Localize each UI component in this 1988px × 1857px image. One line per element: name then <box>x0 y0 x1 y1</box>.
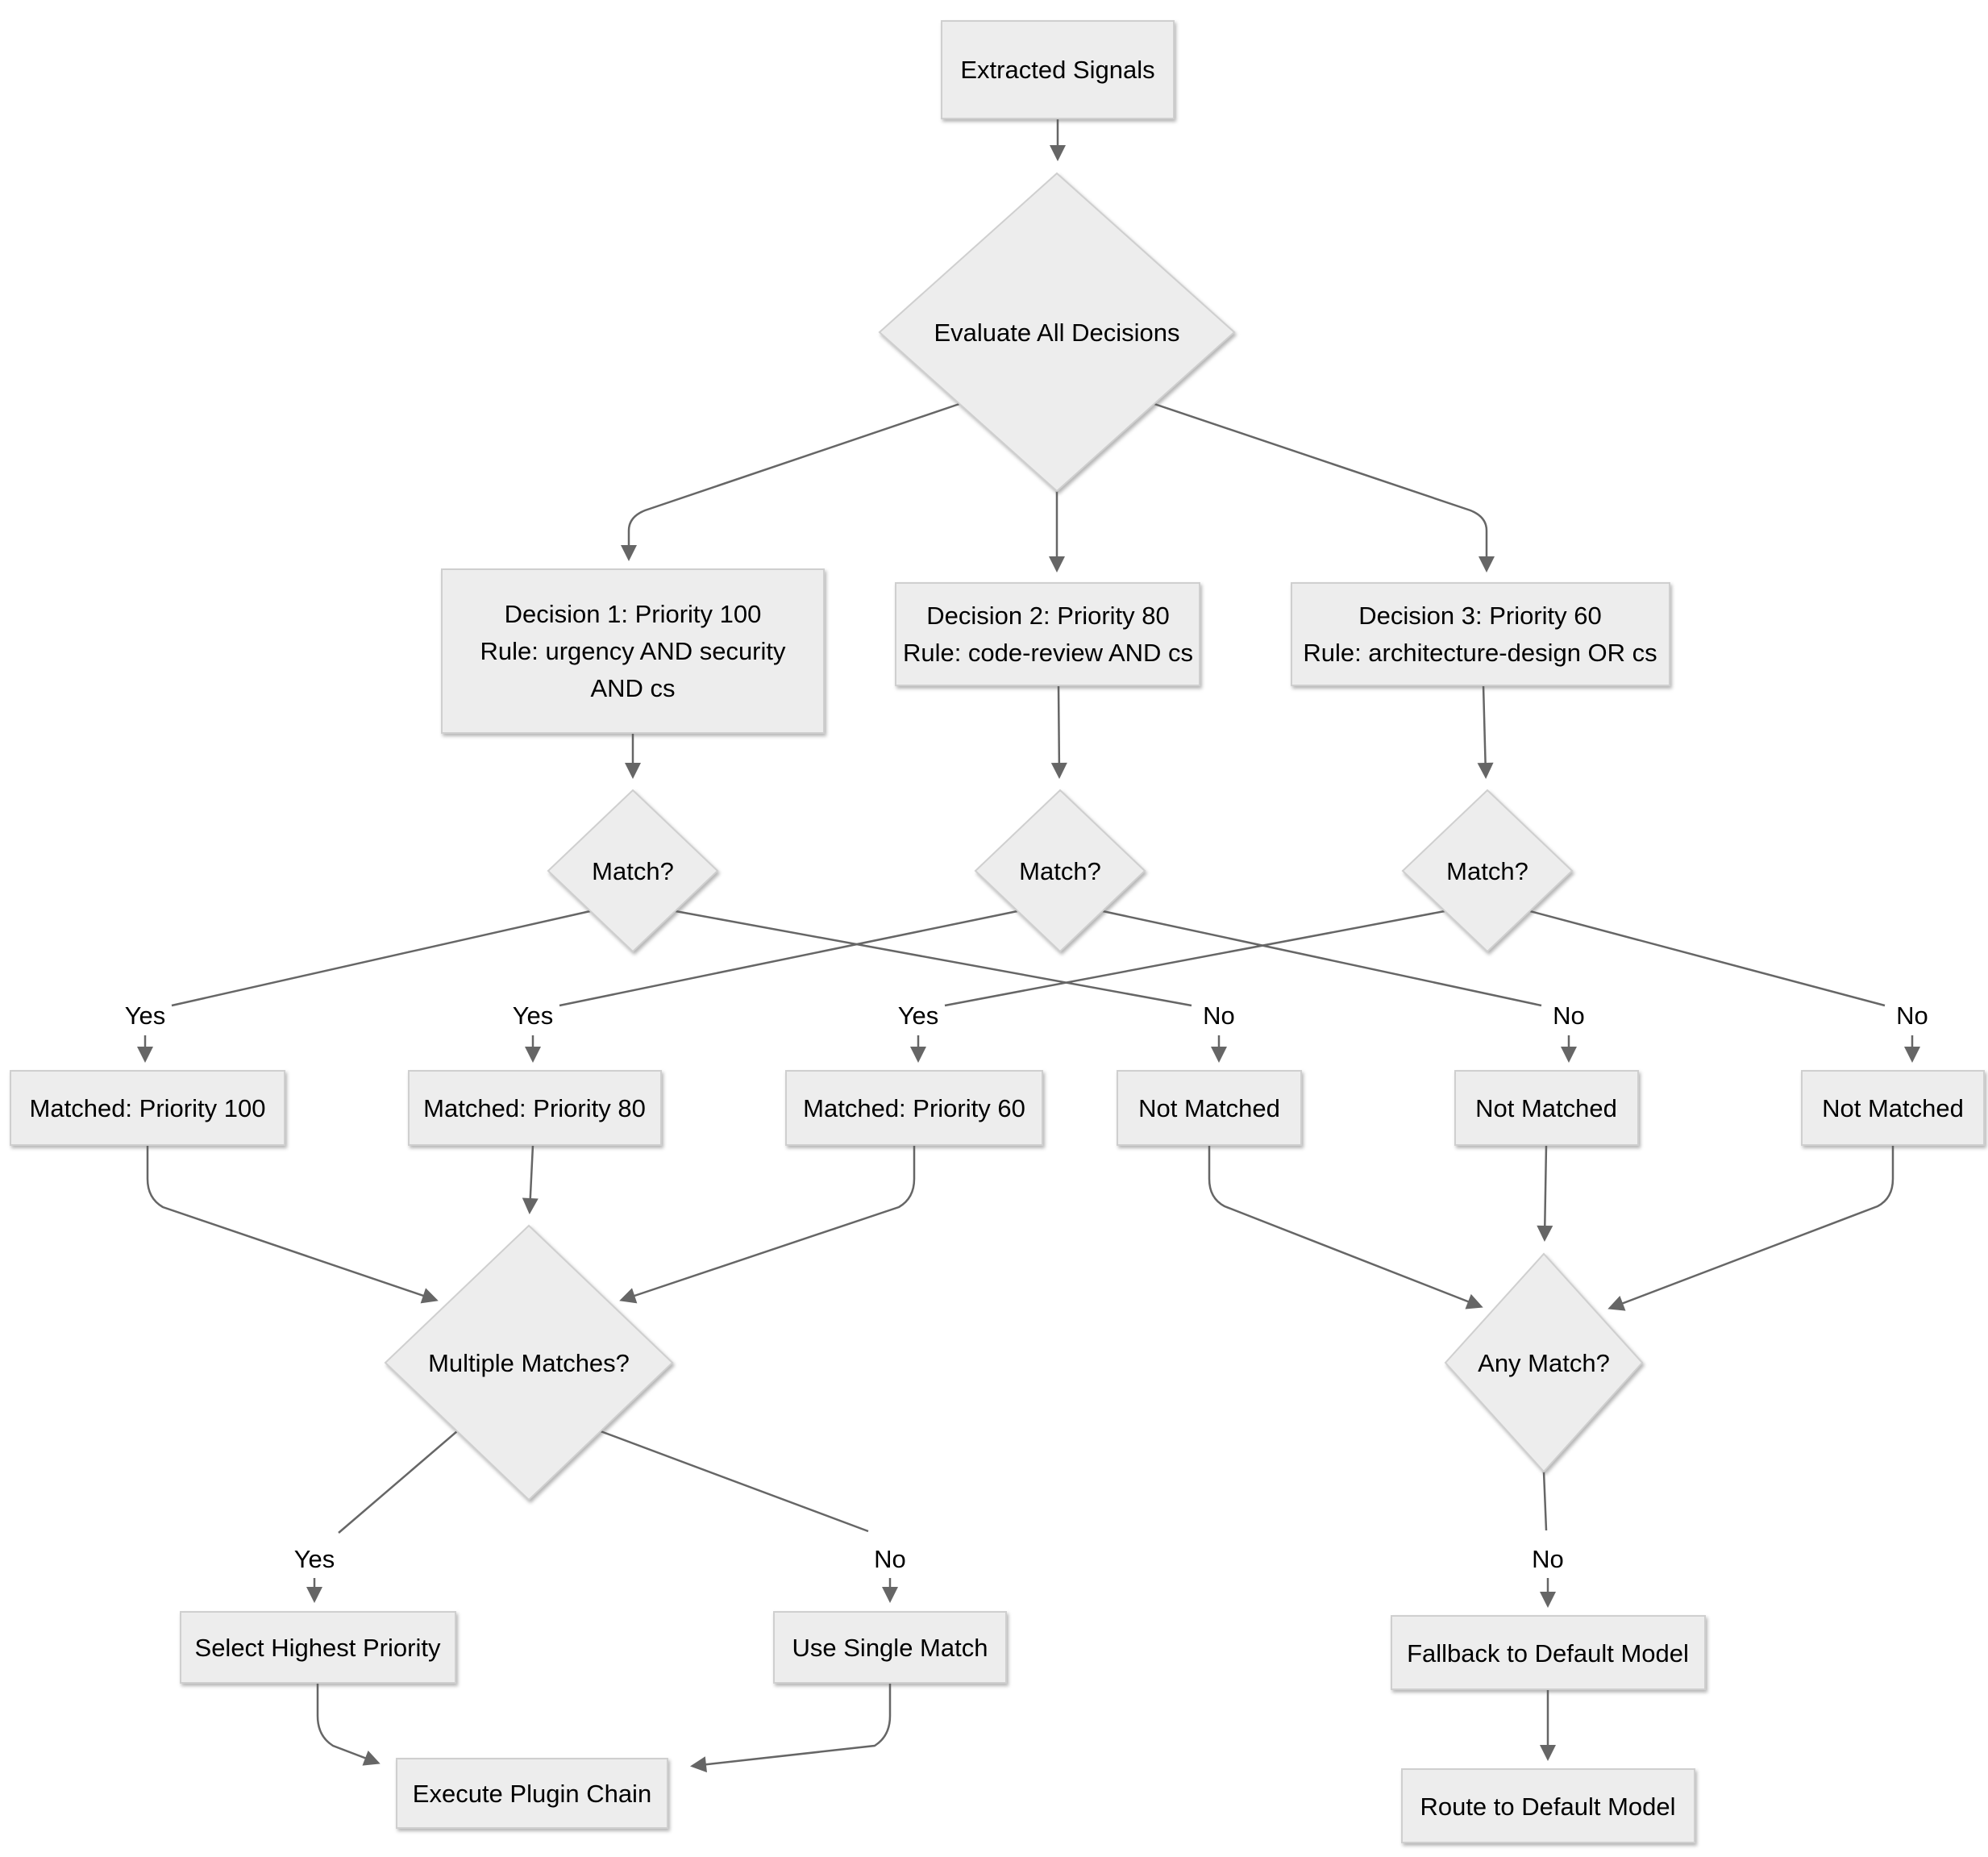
node-evaluate-all-decisions-label: Evaluate All Decisions <box>934 319 1180 347</box>
edge-label-multiple-yes: Yes <box>294 1545 335 1573</box>
node-matched-priority-100: Matched: Priority 100 <box>10 1070 285 1146</box>
edge-label-match1-no: No <box>1203 1001 1235 1030</box>
node-not-matched-1-label: Not Matched <box>1138 1094 1280 1122</box>
node-evaluate-all-decisions: Evaluate All Decisions <box>878 172 1236 493</box>
node-matched-priority-60-label: Matched: Priority 60 <box>803 1094 1025 1122</box>
node-route-to-default-model: Route to Default Model <box>1401 1768 1695 1843</box>
edge-multiple-no-line <box>600 1430 869 1533</box>
edge-usesingle-to-execute <box>690 1683 892 1773</box>
node-decision-3: Decision 3: Priority 60 Rule: architectu… <box>1291 582 1670 686</box>
node-decision-2-line1: Decision 2: Priority 80 <box>926 602 1170 630</box>
node-match-3-label: Match? <box>1446 857 1528 885</box>
edge-match1-yes-line <box>171 910 591 1007</box>
edge-evaluate-to-decision3 <box>1154 402 1495 573</box>
edge-multiple-yes-line <box>338 1430 458 1534</box>
node-match-1-label: Match? <box>592 857 674 885</box>
edge-match2-no-line <box>1102 910 1542 1007</box>
node-decision-1-line3: AND cs <box>590 674 675 702</box>
node-select-highest-priority-label: Select Highest Priority <box>195 1634 441 1662</box>
edge-select-to-execute <box>316 1683 381 1766</box>
node-use-single-match: Use Single Match <box>773 1611 1007 1684</box>
edge-labels: Yes Yes Yes No No No Yes No No <box>122 998 1932 1576</box>
node-multiple-matches: Multiple Matches? <box>384 1224 674 1501</box>
node-extracted-signals-label: Extracted Signals <box>960 56 1154 84</box>
edge-notmatched2-to-anymatch <box>1537 1144 1553 1242</box>
node-fallback-to-default-model: Fallback to Default Model <box>1391 1615 1706 1690</box>
nodes: Extracted Signals Evaluate All Decisions… <box>10 20 1985 1843</box>
edge-label-match2-yes: Yes <box>513 1001 554 1030</box>
edge-decision2-to-match2 <box>1050 685 1067 779</box>
node-match-1: Match? <box>547 789 719 953</box>
node-matched-priority-80-label: Matched: Priority 80 <box>423 1094 646 1122</box>
edge-match1-no-line <box>675 910 1192 1007</box>
edge-notmatched1-to-anymatch <box>1208 1145 1483 1309</box>
node-decision-1: Decision 1: Priority 100 Rule: urgency A… <box>441 568 825 734</box>
node-decision-3-line1: Decision 3: Priority 60 <box>1358 602 1602 630</box>
node-decision-1-line2: Rule: urgency AND security <box>480 637 786 665</box>
node-multiple-matches-label: Multiple Matches? <box>428 1349 630 1377</box>
node-match-2: Match? <box>974 789 1146 953</box>
node-execute-plugin-chain: Execute Plugin Chain <box>396 1758 668 1829</box>
node-decision-3-line2: Rule: architecture-design OR cs <box>1303 639 1657 667</box>
node-match-2-label: Match? <box>1019 857 1101 885</box>
edge-label-multiple-no: No <box>874 1545 906 1573</box>
node-not-matched-3: Not Matched <box>1801 1070 1985 1146</box>
edge-anymatch-no-line <box>1542 1471 1548 1531</box>
node-not-matched-1: Not Matched <box>1117 1070 1302 1146</box>
edge-match3-yes-line <box>944 910 1445 1007</box>
edge-label-match3-no: No <box>1896 1001 1928 1030</box>
node-matched-priority-100-label: Matched: Priority 100 <box>30 1094 266 1122</box>
edge-evaluate-to-decision1 <box>621 402 960 561</box>
node-use-single-match-label: Use Single Match <box>792 1634 988 1662</box>
node-fallback-to-default-model-label: Fallback to Default Model <box>1407 1639 1689 1668</box>
node-any-match-label: Any Match? <box>1478 1349 1610 1377</box>
node-any-match: Any Match? <box>1444 1252 1644 1473</box>
node-match-3: Match? <box>1401 789 1574 953</box>
edge-notmatched3-to-anymatch <box>1607 1145 1894 1311</box>
node-route-to-default-model-label: Route to Default Model <box>1420 1792 1675 1821</box>
node-extracted-signals: Extracted Signals <box>941 20 1175 119</box>
edge-matched60-to-multiple <box>619 1145 916 1304</box>
edge-match2-yes-line <box>559 910 1018 1007</box>
node-execute-plugin-chain-label: Execute Plugin Chain <box>413 1780 651 1808</box>
edge-decision3-to-match3 <box>1477 685 1494 779</box>
node-decision-2-line2: Rule: code-review AND cs <box>903 639 1193 667</box>
node-not-matched-2: Not Matched <box>1454 1070 1639 1146</box>
node-select-highest-priority: Select Highest Priority <box>180 1611 456 1684</box>
edge-label-match3-yes: Yes <box>898 1001 939 1030</box>
edge-label-match1-yes: Yes <box>125 1001 166 1030</box>
edge-label-match2-no: No <box>1553 1001 1585 1030</box>
node-not-matched-2-label: Not Matched <box>1475 1094 1617 1122</box>
edge-matched100-to-multiple <box>146 1145 439 1304</box>
node-matched-priority-80: Matched: Priority 80 <box>408 1070 662 1146</box>
node-decision-1-line1: Decision 1: Priority 100 <box>505 600 762 628</box>
edge-match3-no-line <box>1529 910 1886 1007</box>
edge-label-anymatch-no: No <box>1532 1545 1564 1573</box>
node-matched-priority-60: Matched: Priority 60 <box>785 1070 1043 1146</box>
edges <box>137 119 1920 1773</box>
edge-matched80-to-multiple <box>522 1144 539 1214</box>
node-not-matched-3-label: Not Matched <box>1822 1094 1964 1122</box>
node-decision-2: Decision 2: Priority 80 Rule: code-revie… <box>895 582 1200 686</box>
